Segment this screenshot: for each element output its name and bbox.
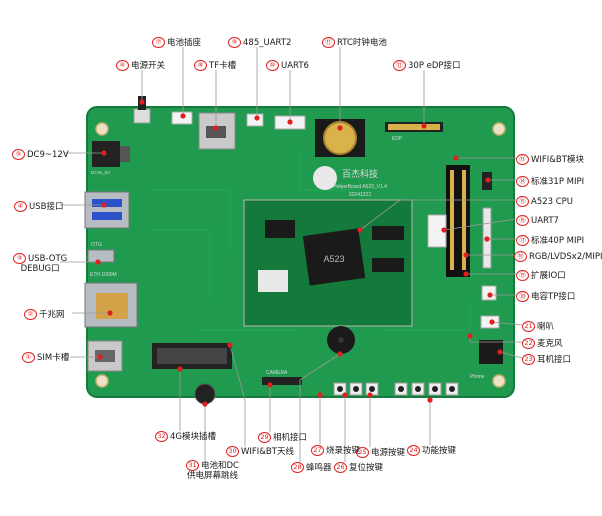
marker-24 bbox=[427, 397, 433, 403]
logo-circle bbox=[313, 166, 337, 190]
marker-16 bbox=[441, 227, 447, 233]
marker-23 bbox=[497, 349, 503, 355]
marker-32 bbox=[177, 366, 183, 372]
io-header bbox=[446, 165, 470, 277]
marker-27 bbox=[317, 392, 323, 398]
brand-silk: 百杰科技 bbox=[342, 168, 378, 179]
power-switch bbox=[133, 108, 151, 124]
marker-18 bbox=[463, 252, 469, 258]
marker-25 bbox=[367, 392, 373, 398]
marker-14 bbox=[485, 177, 491, 183]
marker-8 bbox=[213, 125, 219, 131]
otg-silk: OTG bbox=[91, 242, 102, 248]
marker-11 bbox=[337, 125, 343, 131]
cpu-mark: A523 bbox=[323, 254, 344, 264]
marker-4 bbox=[101, 202, 107, 208]
marker-6 bbox=[139, 99, 145, 105]
date-silk: 20241222 bbox=[349, 192, 371, 198]
io-pins bbox=[450, 170, 466, 270]
eth-silk: ETH 1000M bbox=[90, 272, 117, 278]
leader-30 bbox=[229, 344, 246, 446]
usb-port bbox=[84, 191, 130, 229]
marker-28 bbox=[337, 351, 343, 357]
leader-21 bbox=[491, 321, 523, 326]
marker-10 bbox=[287, 119, 293, 125]
leader-15 bbox=[359, 199, 516, 231]
marker-31 bbox=[202, 401, 208, 407]
marker-1 bbox=[97, 354, 103, 360]
marker-15 bbox=[357, 227, 363, 233]
marker-5 bbox=[101, 150, 107, 156]
marker-12 bbox=[421, 123, 427, 129]
mounting-holes bbox=[95, 122, 506, 388]
model-silk: HelperBoard A523_V1.4 bbox=[333, 184, 387, 190]
edp-silk: EDP bbox=[392, 136, 403, 142]
marker-21 bbox=[489, 319, 495, 325]
marker-13 bbox=[453, 155, 459, 161]
marker-20 bbox=[487, 292, 493, 298]
marker-29 bbox=[267, 382, 273, 388]
cpu-chip bbox=[302, 228, 366, 286]
dcin-silk: DCIN_5V bbox=[91, 170, 110, 175]
marker-2 bbox=[107, 310, 113, 316]
marker-30 bbox=[227, 342, 233, 348]
capacitor bbox=[194, 383, 216, 405]
uart2-connector bbox=[246, 113, 264, 127]
camera-silk: CAMERA bbox=[266, 370, 288, 376]
marker-3 bbox=[95, 259, 101, 265]
marker-26 bbox=[342, 392, 348, 398]
leader-23 bbox=[499, 351, 523, 359]
buttons bbox=[333, 382, 459, 396]
phone-silk: Phone bbox=[470, 374, 485, 380]
leader-28 bbox=[299, 353, 341, 462]
leader-lines bbox=[60, 47, 523, 462]
marker-19 bbox=[463, 271, 469, 277]
marker-7 bbox=[180, 113, 186, 119]
camera-connector bbox=[262, 377, 302, 385]
marker-22 bbox=[467, 333, 473, 339]
otg-port bbox=[87, 249, 115, 263]
leader-16 bbox=[443, 218, 517, 231]
marker-9 bbox=[254, 115, 260, 121]
marker-dots bbox=[95, 99, 503, 407]
marker-17 bbox=[484, 236, 490, 242]
